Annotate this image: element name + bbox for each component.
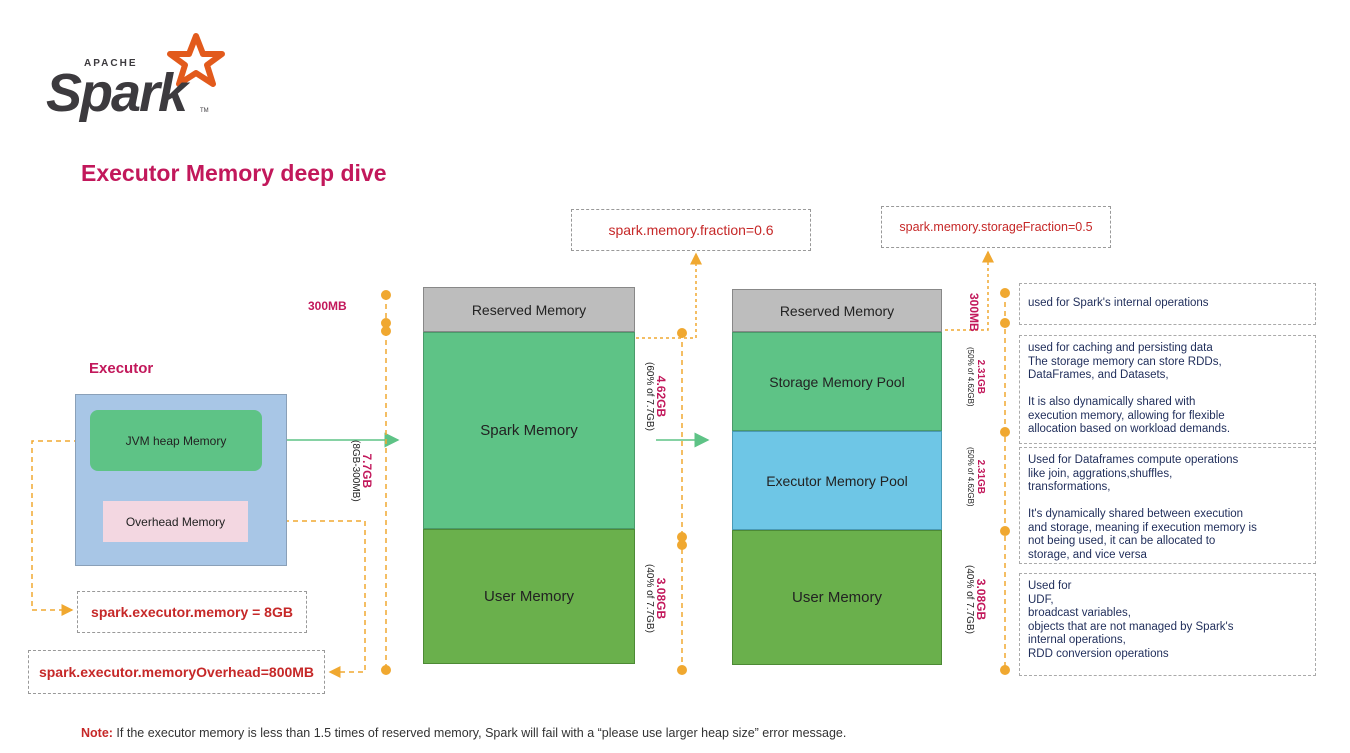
storage-description: used for caching and persisting data The…	[1019, 335, 1316, 444]
spark-memory-size-label: 4.62GB(60% of 7.7GB)	[644, 362, 668, 431]
col1-reserved-memory: Reserved Memory	[423, 287, 635, 332]
col1-user-memory: User Memory	[423, 529, 635, 664]
executor-memory-config: spark.executor.memory = 8GB	[77, 591, 307, 633]
spark-star-icon	[167, 33, 225, 87]
footer-note: Note: If the executor memory is less tha…	[81, 726, 847, 740]
total-size-label: 7.7GB(8GB-300MB)	[350, 440, 374, 502]
storage-fraction-config: spark.memory.storageFraction=0.5	[881, 206, 1111, 248]
execution-description: Used for Dataframes compute operations l…	[1019, 447, 1316, 564]
jvm-heap-box: JVM heap Memory	[90, 410, 262, 471]
logo-spark: Spark	[46, 63, 188, 123]
col2-user-size-label: 3.08GB(40% of 7.7GB)	[964, 565, 988, 634]
spark-logo: APACHE Spark TM	[46, 32, 226, 127]
col1-user-size-label: 3.08GB(40% of 7.7GB)	[644, 564, 668, 633]
executor-label: Executor	[89, 360, 154, 377]
storage-size-label: 2.31GB(50% of 4.62GB)	[966, 347, 986, 407]
reserved-size-label: 300MB	[308, 299, 347, 313]
logo-apache: APACHE	[84, 58, 138, 69]
user-description: Used for UDF, broadcast variables, objec…	[1019, 573, 1316, 676]
col2-reserved-size-label: 300MB	[967, 293, 981, 332]
storage-fraction-connector	[945, 250, 994, 331]
storage-memory-pool: Storage Memory Pool	[732, 332, 942, 431]
logo-tm: TM	[200, 108, 209, 114]
exec-size-label: 2.31GB(50% of 4.62GB)	[966, 447, 986, 507]
executor-overhead-config: spark.executor.memoryOverhead=800MB	[28, 650, 325, 694]
page-title: Executor Memory deep dive	[81, 160, 387, 186]
executor-memory-pool: Executor Memory Pool	[732, 431, 942, 530]
reserved-description: used for Spark's internal operations	[1019, 283, 1316, 325]
overhead-to-config-connector	[248, 520, 366, 678]
spark-memory-box: Spark Memory	[423, 332, 635, 529]
overhead-memory-box: Overhead Memory	[103, 501, 248, 542]
heap-to-config-connector	[31, 440, 88, 616]
memory-fraction-config: spark.memory.fraction=0.6	[571, 209, 811, 251]
col2-user-memory: User Memory	[732, 530, 942, 665]
col2-reserved-memory: Reserved Memory	[732, 289, 942, 332]
